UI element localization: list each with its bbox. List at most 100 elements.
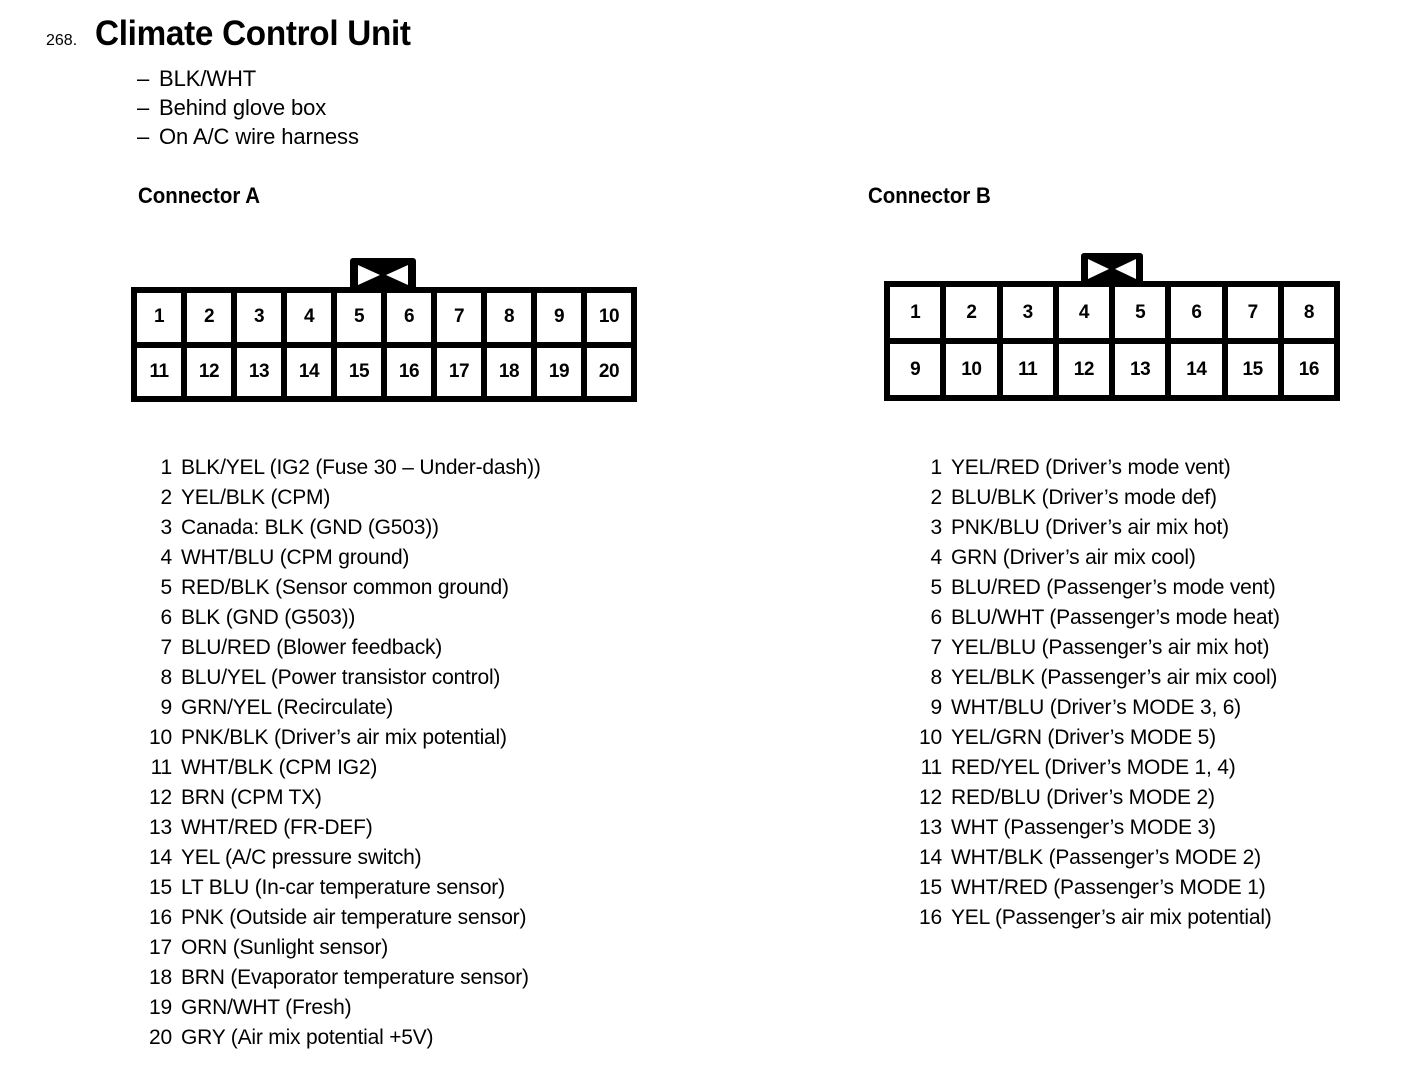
pin-row: 18 BRN (Evaporator temperature sensor) [140,966,541,996]
connector-a-pin-cell-14: 14 [287,347,331,396]
connector-b-pin-cell-3: 3 [1002,287,1053,338]
connector-b-pin-cell-4: 4 [1058,287,1109,338]
pin-description: ORN (Sunlight sensor) [181,936,389,959]
pin-number: 6 [160,606,173,629]
pin-number: 14 [919,846,942,869]
bullet-dash: – [137,124,150,149]
pin-number: 2 [930,486,943,509]
pin-description: WHT/BLU (Driver’s MODE 3, 6) [951,696,1241,719]
pin-description: BLU/RED (Passenger’s mode vent) [951,576,1276,599]
connector-b-pin-cell-11: 11 [1002,344,1053,395]
pin-number: 5 [930,576,943,599]
connector-b-pin-cell-2: 2 [946,287,997,338]
pin-description: BLU/YEL (Power transistor control) [181,666,501,689]
connector-b-heading: Connector B [868,183,991,208]
subtitle-item: –On A/C wire harness [137,122,359,151]
connector-b-pin-cell-7: 7 [1227,287,1278,338]
pin-description: BLU/BLK (Driver’s mode def) [951,486,1217,509]
page-title-number: 268. [46,32,78,49]
pin-number: 5 [160,576,173,599]
pin-description: GRY (Air mix potential +5V) [181,1026,434,1049]
pin-row: 8 BLU/YEL (Power transistor control) [140,666,541,696]
pin-row: 13 WHT (Passenger’s MODE 3) [910,816,1280,846]
pin-number: 8 [160,666,173,689]
pin-row: 6 BLK (GND (G503)) [140,606,541,636]
pin-number: 11 [150,756,173,779]
pin-number: 20 [149,1026,172,1049]
pin-description: PNK/BLU (Driver’s air mix hot) [951,516,1229,539]
pin-number: 1 [930,456,943,479]
connector-b-pin-cell-6: 6 [1171,287,1222,338]
pin-description: BLK (GND (G503)) [181,606,356,629]
pin-row: 1 YEL/RED (Driver’s mode vent) [910,456,1280,486]
pin-description: YEL/BLK (Passenger’s air mix cool) [951,666,1278,689]
pin-row: 9 WHT/BLU (Driver’s MODE 3, 6) [910,696,1280,726]
pin-description: YEL/RED (Driver’s mode vent) [951,456,1231,479]
connector-b-pin-cell-15: 15 [1227,344,1278,395]
pin-description: BRN (Evaporator temperature sensor) [181,966,529,989]
connector-b-pin-cell-14: 14 [1171,344,1222,395]
pin-row: 2 BLU/BLK (Driver’s mode def) [910,486,1280,516]
connector-b-pin-cell-9: 9 [890,344,941,395]
pin-description: WHT/BLK (CPM IG2) [181,756,378,779]
pin-number: 7 [160,636,173,659]
pin-number: 19 [149,996,172,1019]
subtitle-list: –BLK/WHT –Behind glove box –On A/C wire … [137,64,359,151]
connector-b-latch-tab-icon [1081,253,1143,285]
subtitle-item: –Behind glove box [137,93,359,122]
pin-number: 3 [930,516,943,539]
pin-description: WHT/BLU (CPM ground) [181,546,410,569]
connector-a-pin-cell-20: 20 [587,347,631,396]
pin-description: YEL (Passenger’s air mix potential) [951,906,1272,929]
bullet-dash: – [137,66,150,91]
pin-number: 6 [930,606,943,629]
pin-number: 16 [919,906,942,929]
pin-description: PNK/BLK (Driver’s air mix potential) [181,726,507,749]
connector-a-latch-tab-icon [350,258,416,292]
pin-number: 4 [930,546,943,569]
pin-description: WHT/RED (FR-DEF) [181,816,373,839]
pin-number: 9 [160,696,173,719]
page-title: 268. Climate Control Unit [46,14,427,54]
pin-number: 8 [930,666,943,689]
subtitle-item-label: BLK/WHT [159,66,257,91]
pin-number: 10 [149,726,172,749]
pin-description: WHT (Passenger’s MODE 3) [951,816,1216,839]
pin-description: RED/BLK (Sensor common ground) [181,576,509,599]
pin-number: 18 [149,966,172,989]
connector-a-pin-cell-15: 15 [337,347,381,396]
connector-a-pin-cell-8: 8 [487,293,531,342]
connector-a-pin-cell-9: 9 [537,293,581,342]
pin-number: 13 [919,816,942,839]
pin-description: YEL/GRN (Driver’s MODE 5) [951,726,1216,749]
pin-row: 8 YEL/BLK (Passenger’s air mix cool) [910,666,1280,696]
pin-description: YEL/BLU (Passenger’s air mix hot) [951,636,1270,659]
pin-description: YEL/BLK (CPM) [181,486,331,509]
pin-row: 3 PNK/BLU (Driver’s air mix hot) [910,516,1280,546]
connector-b-pin-cell-8: 8 [1283,287,1334,338]
pin-number: 9 [930,696,943,719]
pin-description: YEL (A/C pressure switch) [181,846,422,869]
connector-b-pin-list: 1 YEL/RED (Driver’s mode vent) 2 BLU/BLK (D… [910,456,1280,936]
connector-b-pin-cell-13: 13 [1115,344,1166,395]
